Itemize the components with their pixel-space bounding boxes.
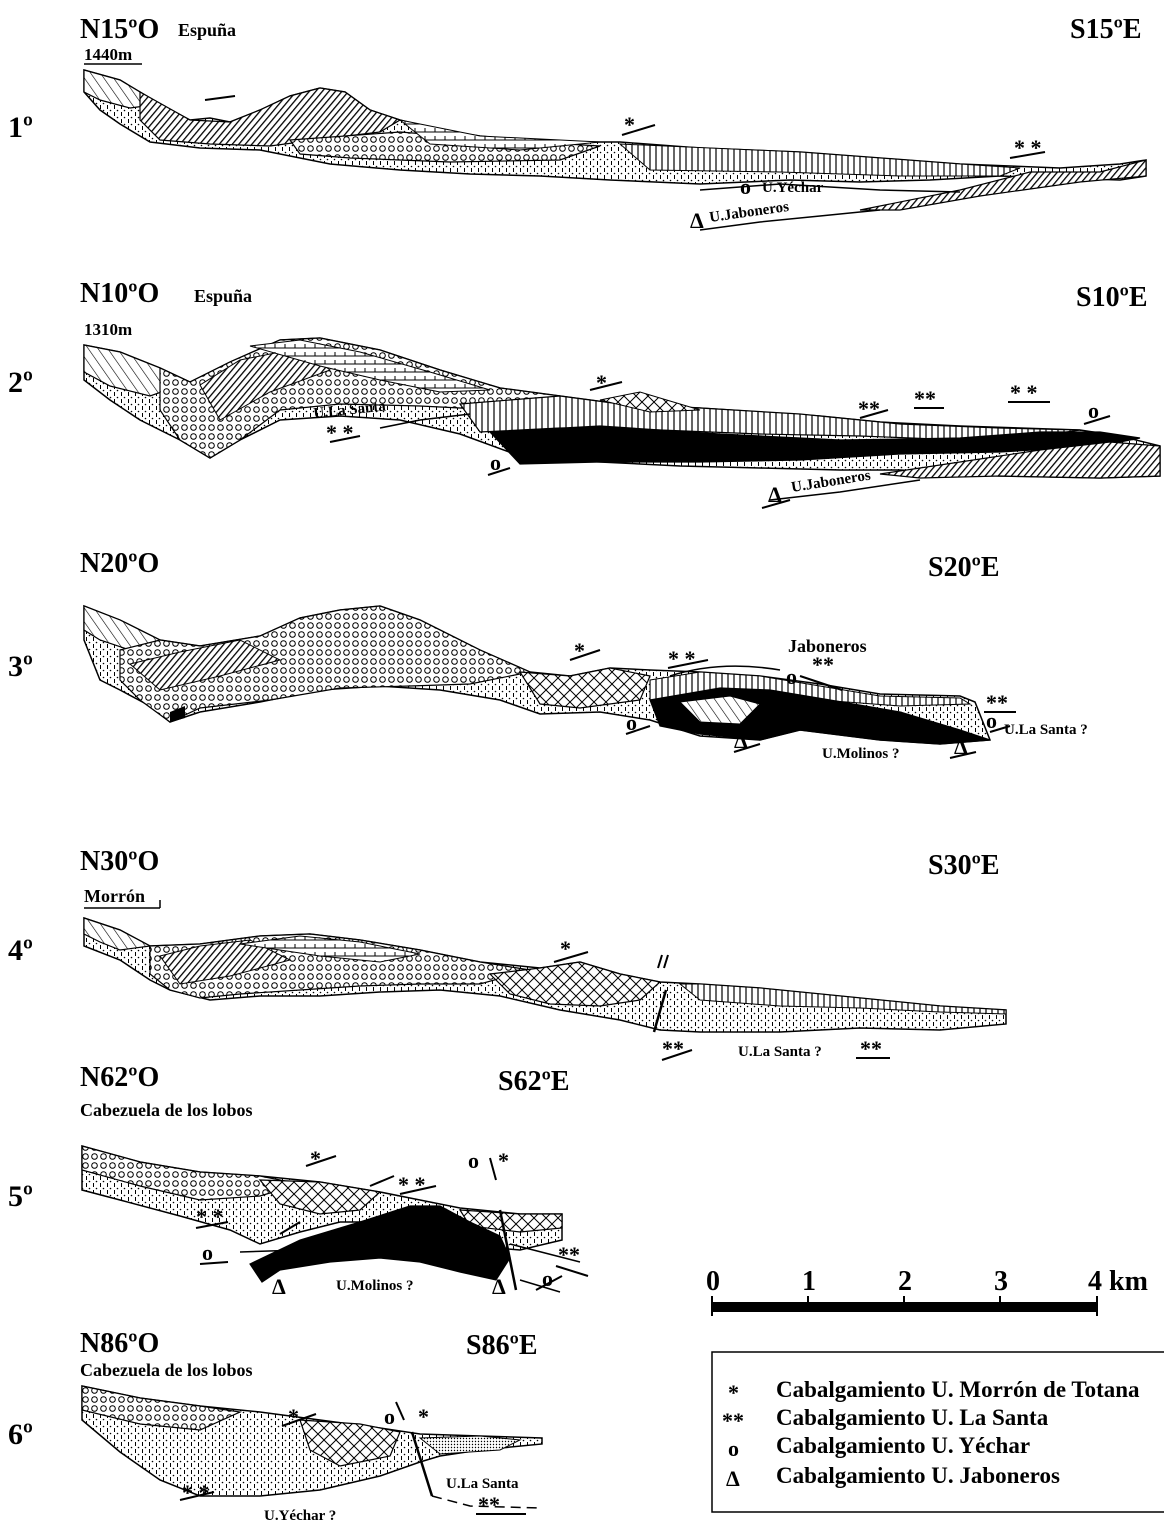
place-label: Espuña bbox=[178, 20, 236, 40]
profile-6: 6º N86ºO S86ºE Cabezuela de los lobos * … bbox=[8, 1328, 542, 1522]
profile-4: 4º N30ºO S30ºE Morrón * ** ** U.La Santa… bbox=[8, 846, 1006, 1061]
thrust-symbol: o bbox=[202, 1240, 213, 1265]
profile-1: 1º N15ºO S15ºE Espuña 1440m * * * o Δ U.… bbox=[8, 14, 1146, 233]
thrust-symbol: * bbox=[418, 1404, 429, 1429]
legend-symbol: ** bbox=[722, 1408, 744, 1433]
legend-symbol: o bbox=[728, 1436, 739, 1461]
legend: * Cabalgamiento U. Morrón de Totana ** C… bbox=[712, 1352, 1164, 1512]
legend-label: Cabalgamiento U. Yéchar bbox=[776, 1433, 1030, 1458]
cross-section bbox=[84, 338, 1160, 508]
unit-label: U.Yéchar bbox=[762, 180, 824, 196]
legend-symbol: * bbox=[728, 1380, 739, 1405]
thrust-symbol: * * bbox=[398, 1172, 426, 1197]
unit-label: U.Jaboneros bbox=[790, 468, 872, 496]
thrust-symbol: * bbox=[560, 936, 571, 961]
direction-right: S86ºE bbox=[466, 1330, 538, 1361]
unit-label: U.La Santa ? bbox=[1004, 722, 1088, 738]
scale-tick-label: 0 bbox=[706, 1266, 720, 1297]
legend-label: Cabalgamiento U. Jaboneros bbox=[776, 1463, 1060, 1488]
profile-2: 2º N10ºO S10ºE Espuña 1310m * * * bbox=[8, 278, 1160, 508]
thrust-symbol: * * bbox=[326, 420, 354, 445]
thrust-symbol: * bbox=[596, 370, 607, 395]
direction-right: S20ºE bbox=[928, 552, 1000, 583]
scale-tick-label: 4 km bbox=[1088, 1266, 1148, 1297]
cross-section bbox=[82, 1146, 588, 1292]
thrust-symbol: * * bbox=[668, 646, 696, 671]
direction-right: S62ºE bbox=[498, 1066, 570, 1097]
thrust-symbol: ** bbox=[914, 386, 936, 411]
thrust-symbol: Δ bbox=[272, 1274, 286, 1299]
cross-section bbox=[84, 70, 1146, 230]
thrust-symbol: ** bbox=[662, 1036, 684, 1061]
elevation-label: 1310m bbox=[84, 320, 132, 339]
direction-right: S10ºE bbox=[1076, 282, 1148, 313]
scale-tick-label: 1 bbox=[802, 1266, 816, 1297]
cross-section bbox=[84, 606, 1016, 758]
thrust-symbol: * * bbox=[182, 1480, 210, 1505]
thrust-symbol: * bbox=[498, 1148, 509, 1173]
legend-label: Cabalgamiento U. La Santa bbox=[776, 1405, 1049, 1430]
elevation-label: 1440m bbox=[84, 45, 132, 64]
thrust-symbol: o bbox=[986, 708, 997, 733]
profile-3: 3º N20ºO S20ºE Jaboneros * * * ** ** bbox=[8, 548, 1088, 762]
direction-left: N62ºO bbox=[80, 1062, 159, 1093]
thrust-symbol: * bbox=[624, 112, 635, 137]
profile-number: 1º bbox=[8, 111, 33, 144]
legend-box bbox=[712, 1352, 1164, 1512]
place-label: Cabezuela de los lobos bbox=[80, 1360, 253, 1380]
unit-label: U.Molinos ? bbox=[336, 1278, 414, 1294]
thrust-symbol: * bbox=[574, 638, 585, 663]
thrust-symbol: o bbox=[468, 1148, 479, 1173]
direction-left: N20ºO bbox=[80, 548, 159, 579]
thrust-symbol: Δ bbox=[492, 1274, 506, 1299]
profile-number: 3º bbox=[8, 650, 33, 683]
unit-label: U.La Santa ? bbox=[738, 1044, 822, 1060]
thrust-symbol: * * bbox=[196, 1204, 224, 1229]
thrust-symbol: ** bbox=[478, 1492, 500, 1517]
thrust-symbol: ** bbox=[858, 396, 880, 421]
thrust-symbol: Δ bbox=[690, 208, 704, 233]
profile-number: 2º bbox=[8, 366, 33, 399]
thrust-symbol: Δ bbox=[954, 734, 968, 759]
thrust-symbol: o bbox=[490, 450, 501, 475]
profile-number: 5º bbox=[8, 1180, 33, 1213]
legend-symbol: Δ bbox=[726, 1466, 740, 1491]
thrust-symbol: o bbox=[384, 1404, 395, 1429]
thrust-symbol: o bbox=[542, 1266, 553, 1291]
cross-section bbox=[82, 1386, 542, 1514]
thrust-symbol: * bbox=[310, 1146, 321, 1171]
thrust-symbol: o bbox=[740, 174, 751, 199]
scale-tick-label: 3 bbox=[994, 1266, 1008, 1297]
place-label: Espuña bbox=[194, 286, 252, 306]
direction-left: N30ºO bbox=[80, 846, 159, 877]
direction-left: N86ºO bbox=[80, 1328, 159, 1359]
unit-label: U.Molinos ? bbox=[822, 746, 900, 762]
profile-number: 4º bbox=[8, 934, 33, 967]
profile-5: 5º N62ºO S62ºE Cabezuela de los lobos * … bbox=[8, 1062, 588, 1299]
thrust-symbol: ** bbox=[860, 1036, 882, 1061]
direction-left: N15ºO bbox=[80, 14, 159, 45]
thrust-symbol: * bbox=[288, 1404, 299, 1429]
unit-label: U.La Santa bbox=[446, 1476, 519, 1492]
thrust-symbol: o bbox=[1088, 398, 1099, 423]
unit-label: U.Yéchar ? bbox=[264, 1508, 336, 1522]
direction-left: N10ºO bbox=[80, 278, 159, 309]
thrust-symbol: ** bbox=[558, 1242, 580, 1267]
direction-right: S15ºE bbox=[1070, 14, 1142, 45]
thrust-symbol: ** bbox=[812, 652, 834, 677]
place-label: Morrón bbox=[84, 886, 145, 906]
legend-label: Cabalgamiento U. Morrón de Totana bbox=[776, 1377, 1140, 1402]
place-label: Cabezuela de los lobos bbox=[80, 1100, 253, 1120]
scale-tick-label: 2 bbox=[898, 1266, 912, 1297]
thrust-symbol: o bbox=[786, 664, 797, 689]
thrust-symbol: * * bbox=[1010, 380, 1038, 405]
unit-label: U.Jaboneros bbox=[708, 199, 790, 226]
thrust-symbol: Δ bbox=[768, 482, 782, 507]
thrust-symbol: Δ bbox=[734, 728, 748, 753]
profile-number: 6º bbox=[8, 1418, 33, 1451]
scale-bar: 0 1 2 3 4 km bbox=[706, 1266, 1148, 1316]
thrust-symbol: o bbox=[626, 710, 637, 735]
direction-right: S30ºE bbox=[928, 850, 1000, 881]
thrust-symbol: * * bbox=[1014, 135, 1042, 160]
